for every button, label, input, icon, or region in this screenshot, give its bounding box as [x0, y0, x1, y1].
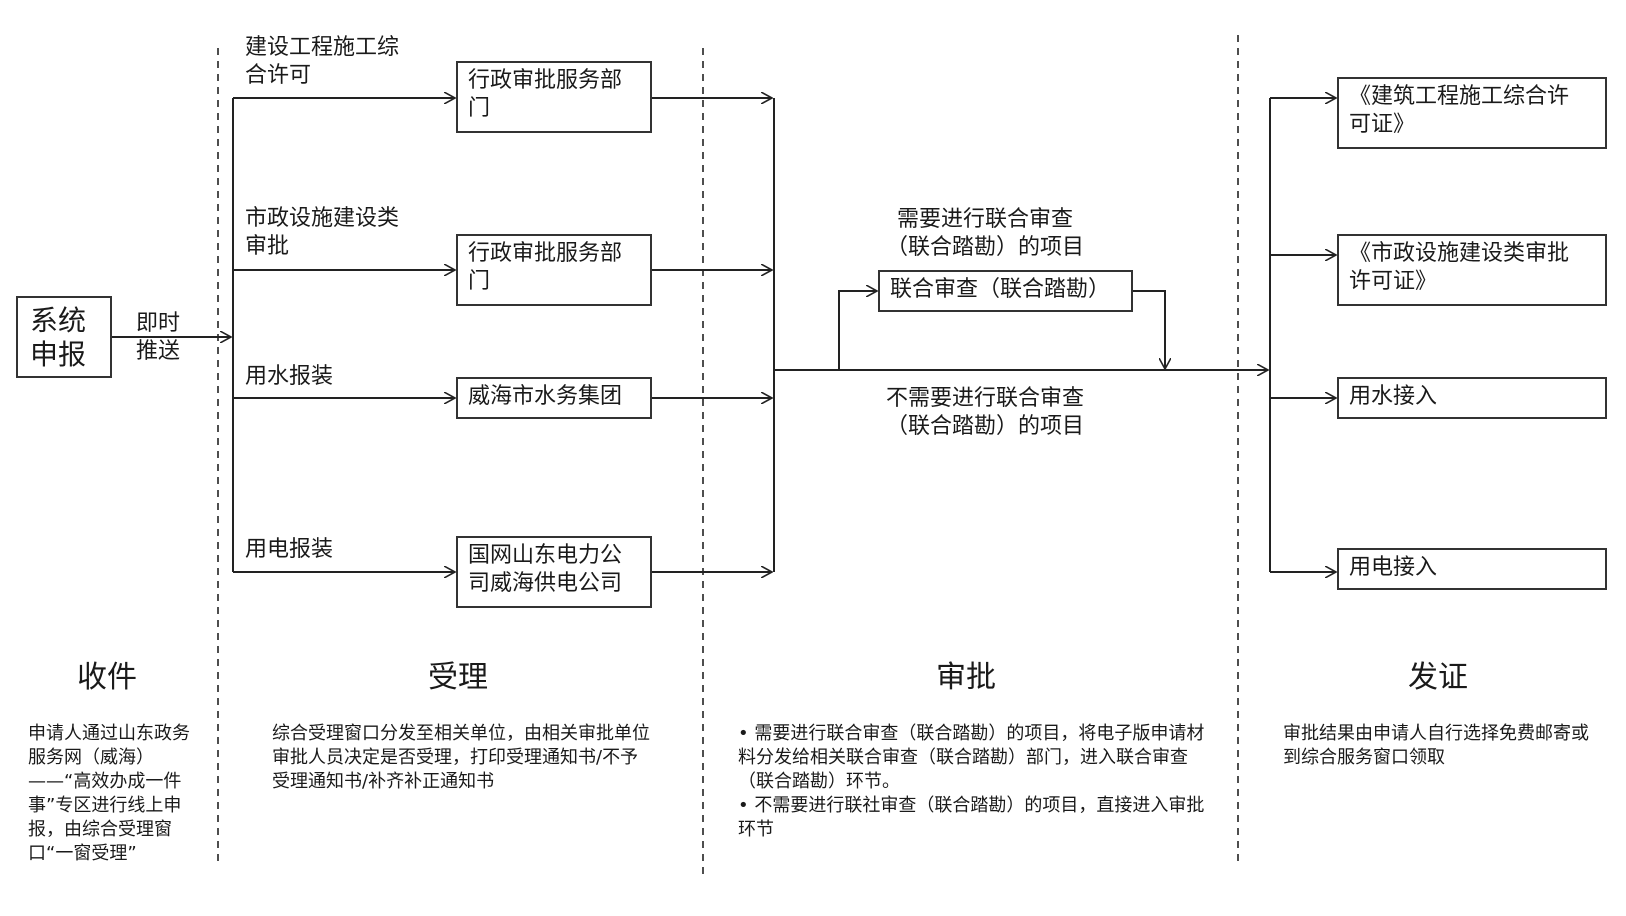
branch-label-electric: 用电报装 — [245, 537, 334, 562]
dept-box-water-group: 威海市水务集团 — [456, 377, 652, 419]
joint-review-box: 联合审查（联合踏勘） — [878, 270, 1133, 312]
branch-label-water: 用水报装 — [245, 364, 334, 389]
output-box-power-access: 用电接入 — [1337, 548, 1607, 590]
stage-desc-accept: 综合受理窗口分发至相关单位，由相关审批单位审批人员决定是否受理，打印受理通知书/… — [272, 723, 650, 792]
joint-needed-label: 需要进行联合审查 （联合踏勘）的项目 — [886, 207, 1085, 260]
stage-title-receive: 收件 — [77, 660, 137, 695]
stage-desc-approve: • 需要进行联合审查（联合踏勘）的项目，将电子版申请材料分发给相关联合审查（联合… — [738, 722, 1218, 842]
stage-desc-approve-2: • 不需要进行联社审查（联合踏勘）的项目，直接进入审批环节 — [738, 795, 1205, 840]
stage-title-issue: 发证 — [1408, 660, 1468, 695]
push-label: 即时 推送 — [136, 311, 181, 364]
dept-box-admin-approval-2: 行政审批服务部 门 — [456, 234, 652, 306]
branch-label-municipal: 市政设施建设类 审批 — [245, 206, 400, 259]
stage-title-accept: 受理 — [428, 660, 488, 695]
joint-review-branch — [838, 291, 877, 370]
output-box-water-access: 用水接入 — [1337, 377, 1607, 419]
system-submission-box: 系统 申报 — [16, 296, 112, 378]
stage-desc-approve-1: • 需要进行联合审查（联合踏勘）的项目，将电子版申请材料分发给相关联合审查（联合… — [738, 723, 1205, 792]
branch-label-construction: 建设工程施工综 合许可 — [245, 35, 400, 88]
joint-review-return — [1133, 290, 1165, 369]
output-box-construction-permit: 《建筑工程施工综合许 可证》 — [1337, 77, 1607, 149]
dept-box-power-company: 国网山东电力公 司威海供电公司 — [456, 536, 652, 608]
stage-desc-issue: 审批结果由申请人自行选择免费邮寄或到综合服务窗口领取 — [1283, 723, 1589, 768]
stage-desc-receive: 申请人通过山东政务服务网（威海）——“高效办成一件事”专区进行线上申报，由综合受… — [28, 723, 190, 864]
output-box-municipal-permit: 《市政设施建设类审批 许可证》 — [1337, 234, 1607, 306]
joint-not-needed-label: 不需要进行联合审查 （联合踏勘）的项目 — [886, 386, 1085, 439]
dept-box-admin-approval-1: 行政审批服务部 门 — [456, 61, 652, 133]
stage-title-approve: 审批 — [936, 660, 996, 695]
